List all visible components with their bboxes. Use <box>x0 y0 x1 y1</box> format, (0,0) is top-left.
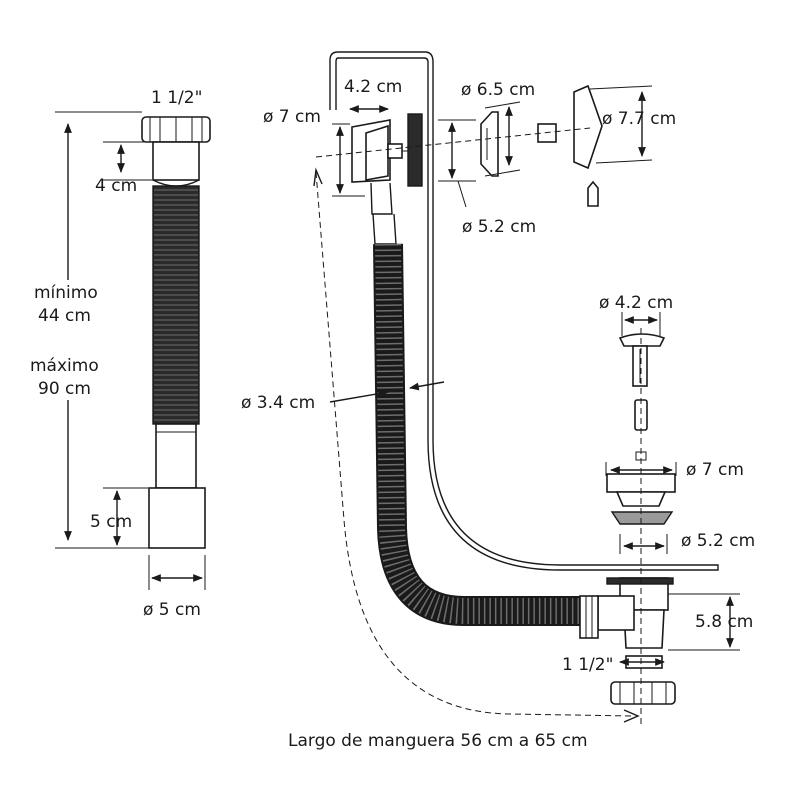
plug-stem <box>634 399 648 431</box>
top-dimensions <box>315 85 653 208</box>
overflow-gasket <box>407 113 423 187</box>
top-neck <box>152 141 200 181</box>
dia-5-label: ø 5 cm <box>143 600 201 620</box>
five-cm-label: 5 cm <box>90 512 132 532</box>
right-dimensions <box>605 312 740 666</box>
small-pin <box>587 180 599 207</box>
flexible-pipe <box>141 116 211 549</box>
max-label: máximo <box>30 356 99 376</box>
overflow-cover <box>573 84 603 170</box>
four-cm-label: 4 cm <box>95 176 137 196</box>
connecting-hose <box>370 182 582 627</box>
max-value: 90 cm <box>38 379 91 399</box>
dia-7-right-label: ø 7 cm <box>686 460 744 480</box>
dim-58-label: 5.8 cm <box>695 612 753 632</box>
dim-42-top-label: 4.2 cm <box>344 77 402 97</box>
bath-outline <box>329 51 719 571</box>
dia-52-right-label: ø 5.2 cm <box>681 531 755 551</box>
min-value: 44 cm <box>38 306 91 326</box>
hose-length-dimension <box>315 171 635 717</box>
bottom-nut <box>610 681 676 705</box>
dia-52-top-label: ø 5.2 cm <box>462 217 536 237</box>
dia-65-label: ø 6.5 cm <box>461 80 535 100</box>
plug-cap <box>618 333 666 347</box>
left-dimensions <box>55 111 206 590</box>
bottom-socket <box>148 487 206 549</box>
thread-top-label: 1 1/2" <box>151 88 202 108</box>
drain-tee <box>597 595 635 631</box>
drain-washer <box>610 511 674 525</box>
dia-34-label: ø 3.4 cm <box>241 393 315 413</box>
overflow-head <box>351 119 416 183</box>
thread-bottom-label: 1 1/2" <box>562 655 613 675</box>
dia-7-top-label: ø 7 cm <box>263 107 321 127</box>
dia-77-label: ø 7.7 cm <box>602 109 676 129</box>
min-label: mínimo <box>34 283 98 303</box>
overflow-plate <box>480 111 499 177</box>
hose-length-label: Largo de manguera 56 cm a 65 cm <box>288 731 588 751</box>
lower-neck <box>155 423 197 489</box>
dia-42-right-label: ø 4.2 cm <box>599 293 673 313</box>
